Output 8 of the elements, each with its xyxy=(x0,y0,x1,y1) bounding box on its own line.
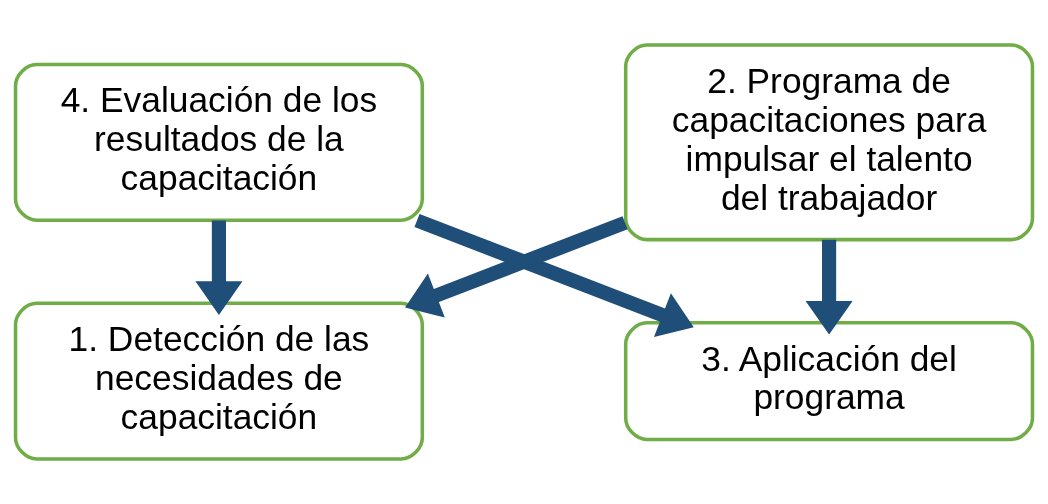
arrow xyxy=(805,239,853,335)
arrow xyxy=(195,220,243,315)
node-box: 4. Evaluación de los resultados de la capacitación xyxy=(13,62,425,222)
arrow xyxy=(405,216,628,318)
arrow xyxy=(414,213,694,337)
node-box: 2. Programa de capacitaciones para impulsar el talento del trabajador xyxy=(623,43,1035,242)
node-box: 3. Aplicación del programa xyxy=(623,320,1035,442)
node-box: 1. Detección de las necesidades de capacitación xyxy=(13,301,425,461)
